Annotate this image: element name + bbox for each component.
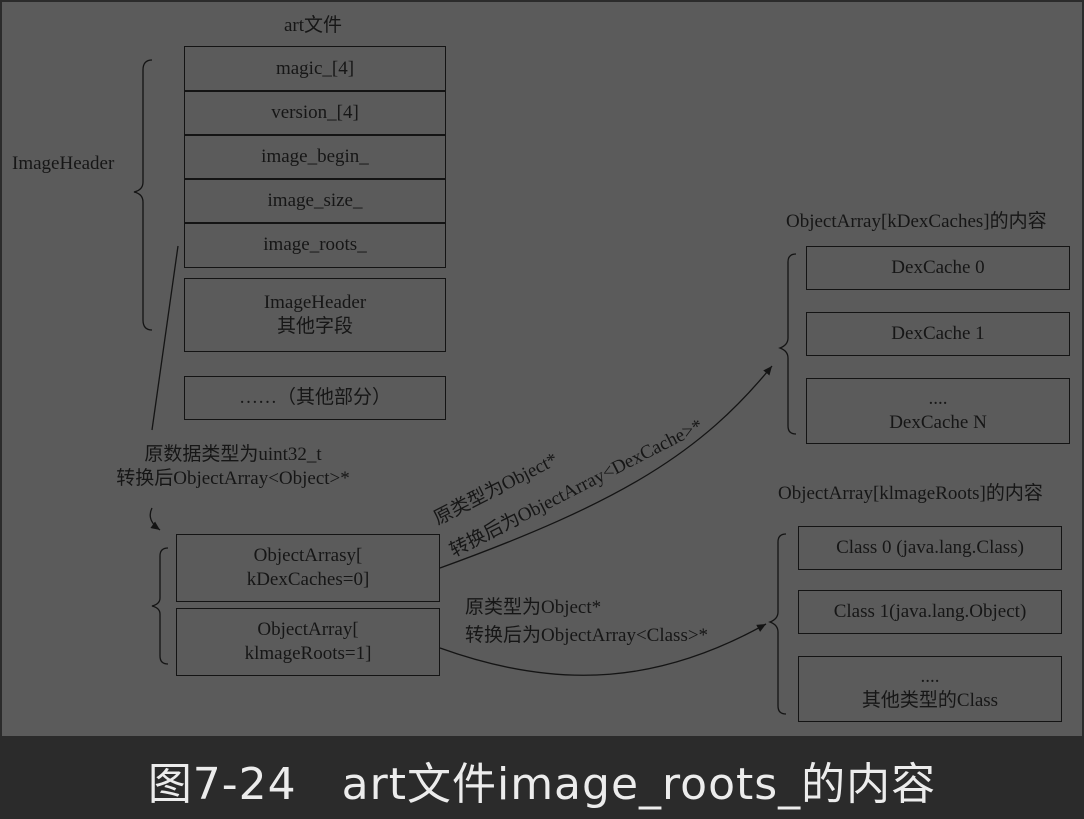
roots-entry-line-1: ObjectArray[ (257, 619, 359, 640)
image-roots-title: ObjectArray[klmageRoots]的内容 (778, 483, 1043, 504)
class-arrow-label-line-1: 原类型为Object* (465, 597, 602, 618)
other-header-fields: ImageHeader 其他字段 (184, 278, 446, 352)
class-label: Class 1(java.lang.Object) (833, 601, 1027, 622)
roots-array-brace (151, 547, 169, 665)
roots-array-image-roots: ObjectArray[ klmageRoots=1] (176, 608, 440, 676)
field-image-roots: image_roots_ (184, 222, 446, 268)
field-label: image_begin_ (261, 146, 369, 167)
class-ellipsis: .... (920, 666, 940, 687)
field-label: image_roots_ (263, 234, 367, 255)
dex-cache-1: DexCache 1 (806, 312, 1070, 356)
image-roots-arrow (439, 623, 767, 676)
field-label: image_size_ (267, 190, 363, 211)
image-header-brace (133, 59, 153, 331)
class-arrow-label-line-2: 转换后为ObjectArray<Class>* (465, 625, 709, 646)
dex-cache-0: DexCache 0 (806, 246, 1070, 290)
roots-entry-line-1: ObjectArrasy[ (253, 545, 363, 566)
other-fields-line-2: 其他字段 (276, 316, 353, 337)
field-image-begin: image_begin_ (184, 134, 446, 180)
roots-pointer-line (151, 245, 179, 431)
other-parts-label: ……（其他部分） (238, 387, 391, 408)
figure-caption: 图7-24 art文件image_roots_的内容 (147, 759, 937, 810)
dex-caches-arrow (439, 365, 773, 569)
roots-note-line-2: 转换后ObjectArray<Object>* (116, 468, 350, 489)
image-header-label: ImageHeader (12, 153, 115, 174)
field-magic: magic_[4] (184, 46, 446, 92)
roots-entry-line-2: klmageRoots=1] (244, 643, 372, 664)
other-parts: ……（其他部分） (184, 376, 446, 420)
class-1: Class 1(java.lang.Object) (798, 590, 1062, 634)
other-fields-line-1: ImageHeader (263, 292, 367, 313)
roots-entry-line-2: kDexCaches=0] (246, 569, 370, 590)
field-label: magic_[4] (275, 58, 355, 79)
field-label: version_[4] (271, 102, 359, 123)
connector-layer (133, 59, 797, 715)
roots-note: 原数据类型为uint32_t 转换后ObjectArray<Object>* (88, 443, 378, 491)
roots-array-dex-caches: ObjectArrasy[ kDexCaches=0] (176, 534, 440, 602)
roots-pointer-arrow (149, 507, 161, 531)
field-version: version_[4] (184, 90, 446, 136)
dex-cache-ellipsis: .... (928, 388, 948, 409)
diagram: art文件 magic_[4] version_[4] image_begin_… (2, 2, 1082, 736)
dex-cache-label: DexCache N (889, 412, 987, 433)
image-roots-brace (768, 533, 787, 715)
class-label: Class 0 (java.lang.Class) (836, 537, 1024, 558)
dex-cache-label: DexCache 1 (891, 323, 985, 344)
class-label: 其他类型的Class (861, 690, 999, 711)
dex-cache-label: DexCache 0 (891, 257, 985, 278)
dex-caches-brace (778, 253, 797, 435)
field-image-size: image_size_ (184, 178, 446, 224)
roots-note-line-1: 原数据类型为uint32_t (144, 444, 322, 465)
dex-cache-n: .... DexCache N (806, 378, 1070, 444)
art-file-title: art文件 (284, 15, 343, 36)
class-0: Class 0 (java.lang.Class) (798, 526, 1062, 570)
dex-caches-title: ObjectArray[kDexCaches]的内容 (786, 211, 1047, 232)
other-classes: .... 其他类型的Class (798, 656, 1062, 722)
